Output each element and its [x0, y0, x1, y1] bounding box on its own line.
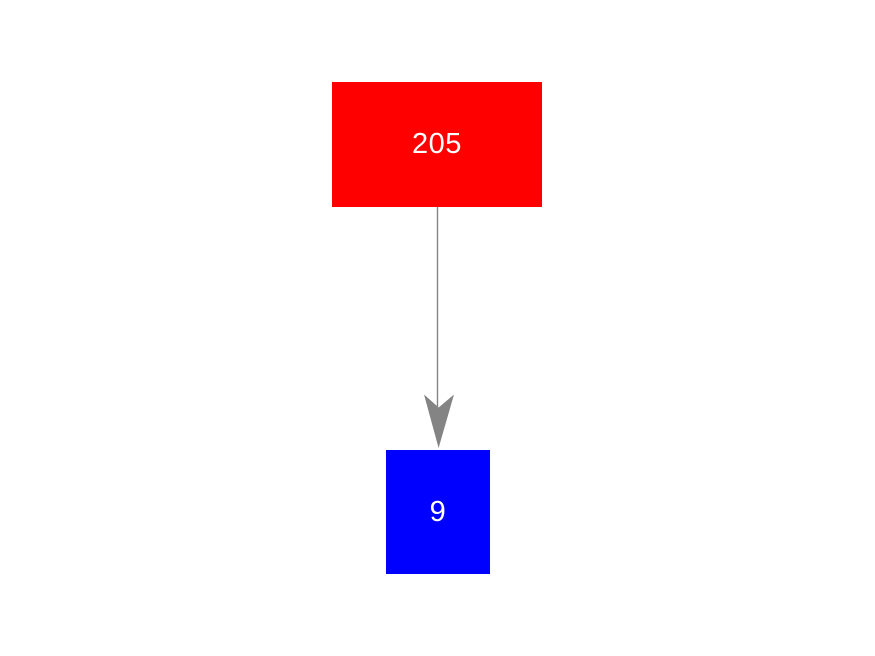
node-205-label: 205 [412, 128, 462, 160]
node-205: 205 [332, 82, 542, 207]
node-9-label: 9 [429, 495, 447, 528]
edge-arrowhead-icon [424, 394, 454, 448]
node-9: 9 [386, 450, 490, 574]
